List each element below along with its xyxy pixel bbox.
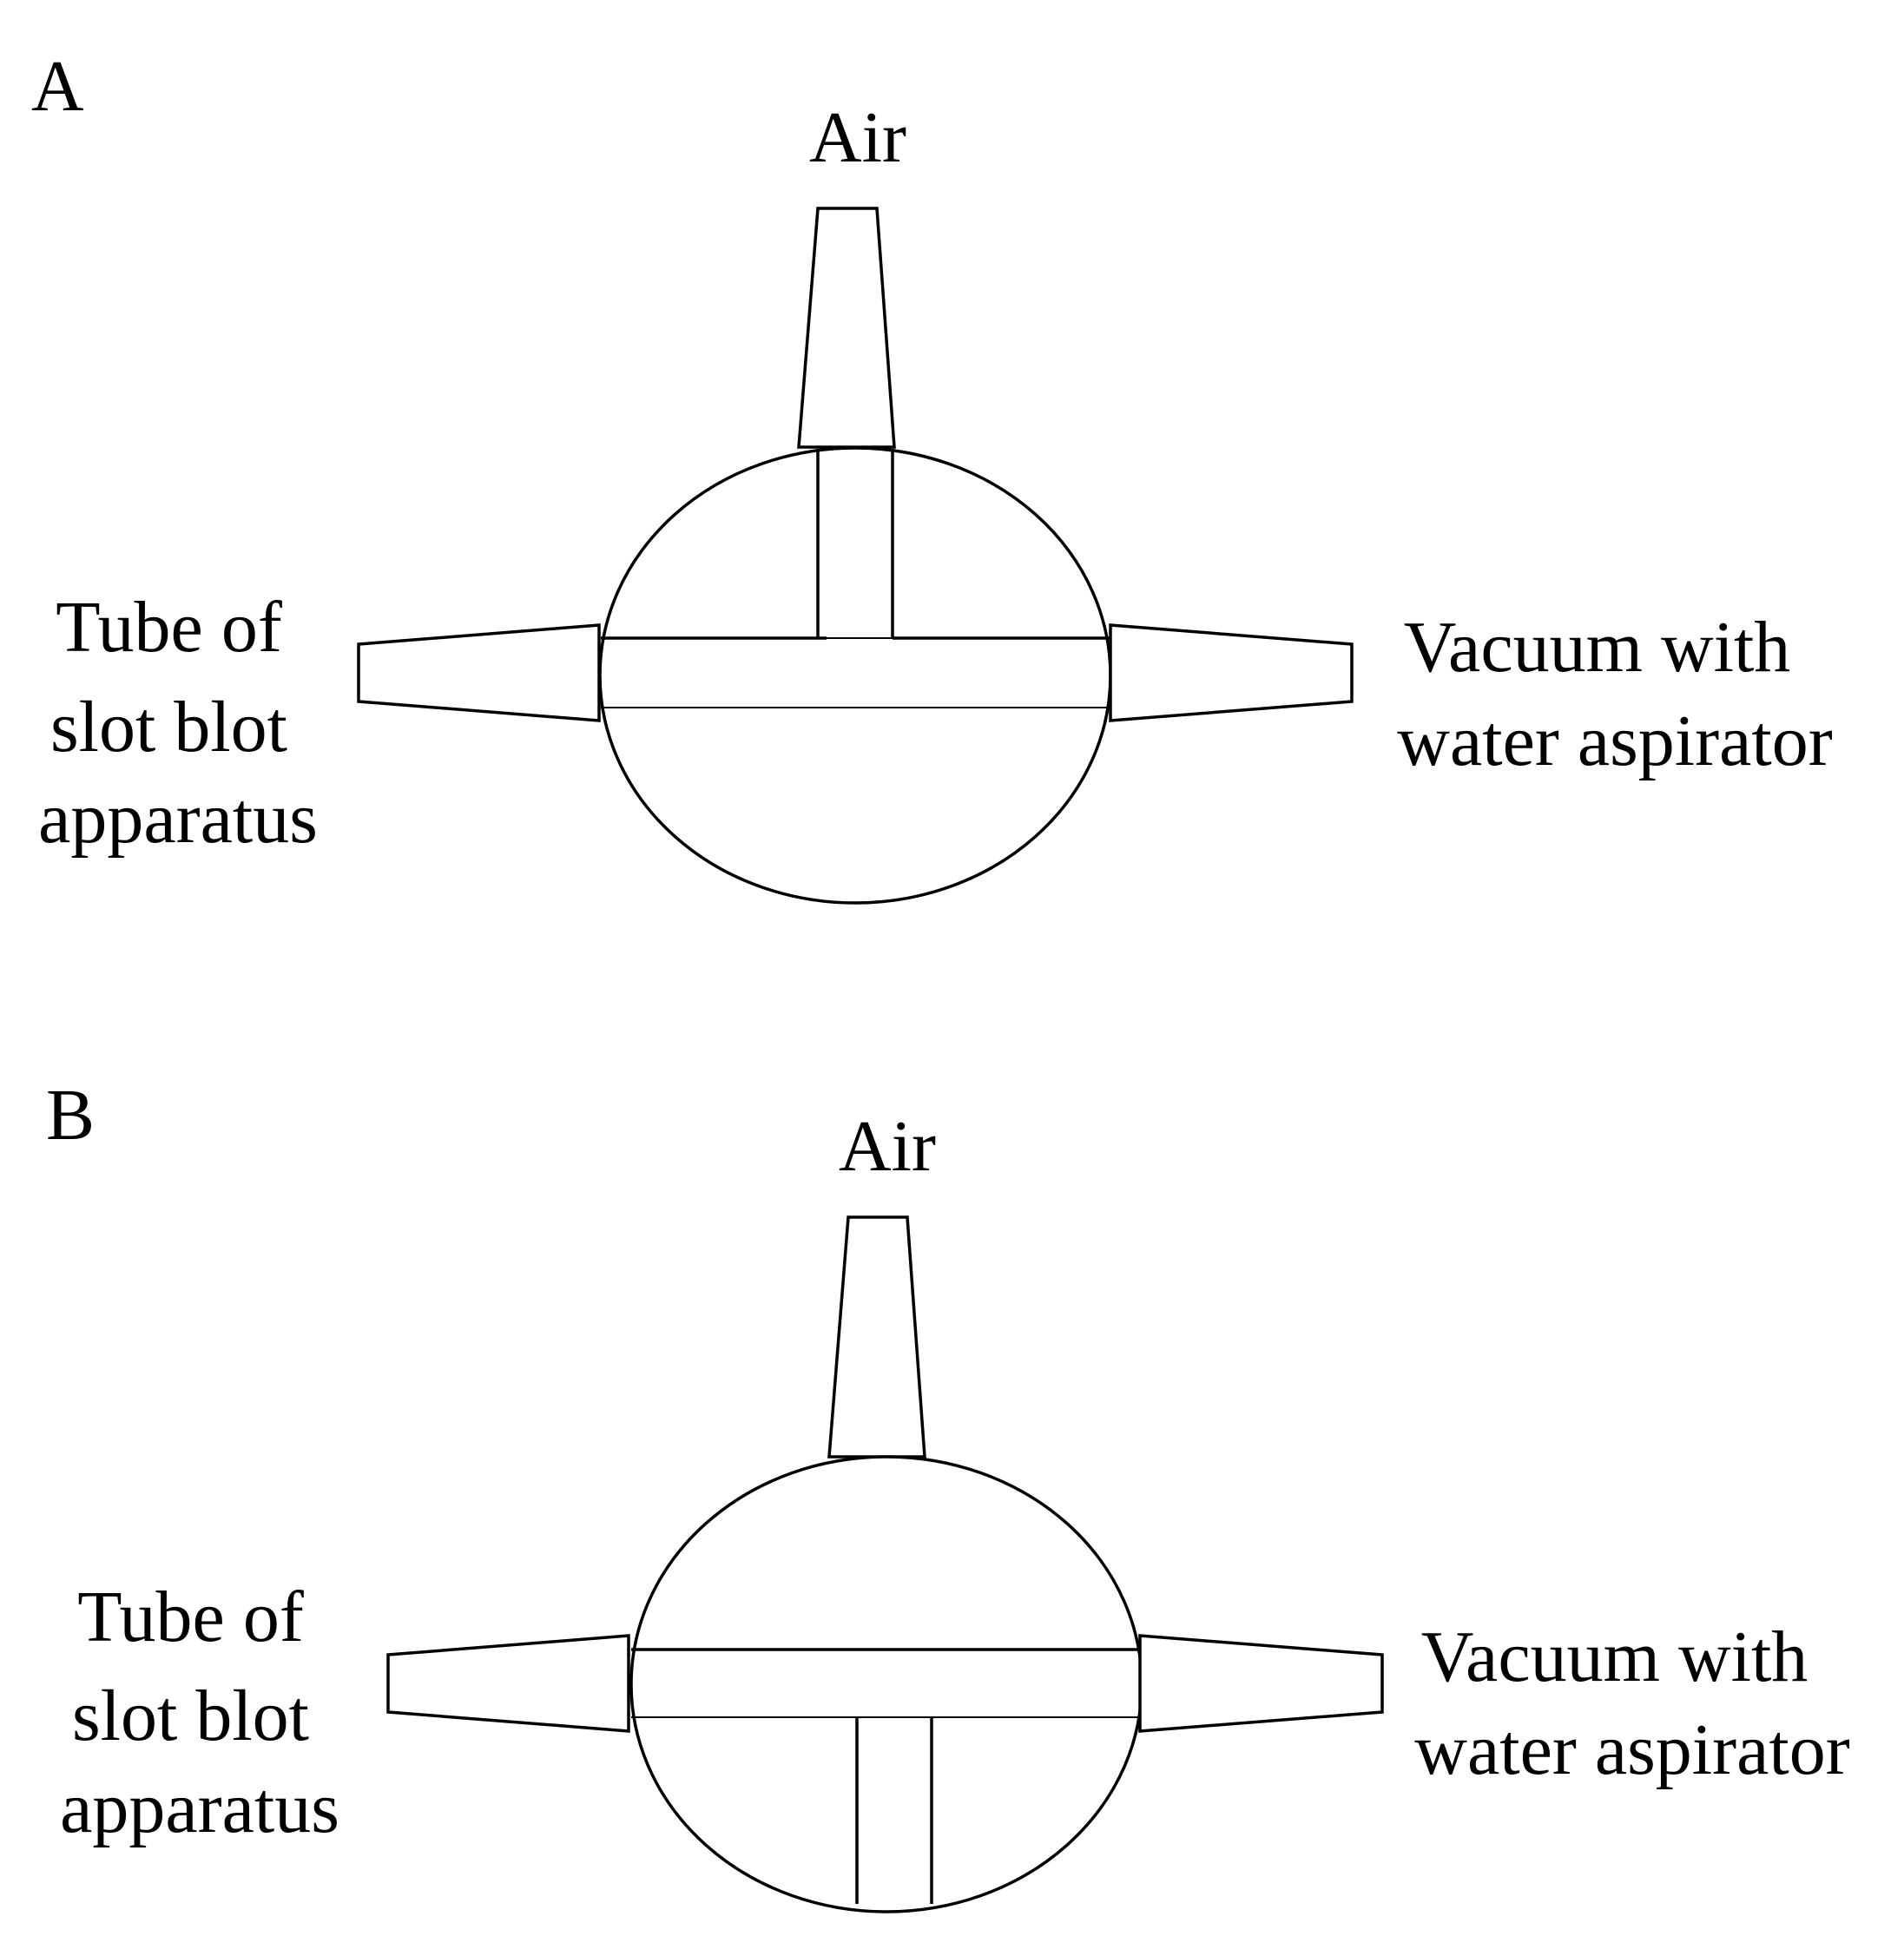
t-bore <box>601 449 1110 708</box>
tube-side-port <box>386 1634 630 1733</box>
air-label: Air <box>809 97 906 178</box>
t-bore <box>631 1648 1140 1904</box>
air-inlet-port <box>797 207 896 449</box>
vacuum-side-port <box>1138 1634 1384 1733</box>
tube-label: Tube of slot blot apparatus <box>38 587 318 859</box>
stopcock-barrel <box>629 1455 1143 1913</box>
vacuum-label: Vacuum with water aspirator <box>1397 607 1832 781</box>
tube-label: Tube of slot blot apparatus <box>60 1577 339 1848</box>
air-inlet-port <box>827 1215 926 1459</box>
vacuum-side-port <box>1109 623 1354 722</box>
panel-letter-b: B <box>46 1075 95 1156</box>
vacuum-label: Vacuum with water aspirator <box>1414 1617 1849 1790</box>
panel-letter-a: A <box>31 46 84 127</box>
stopcock-barrel <box>598 446 1112 905</box>
panel-b: B Air Tube of slot blot apparatus Vacuum… <box>46 1075 1850 1913</box>
air-label: Air <box>839 1106 936 1187</box>
panel-a: A Air Tube of slot blot apparatus Vacuum… <box>31 46 1833 905</box>
tube-side-port <box>357 623 601 722</box>
